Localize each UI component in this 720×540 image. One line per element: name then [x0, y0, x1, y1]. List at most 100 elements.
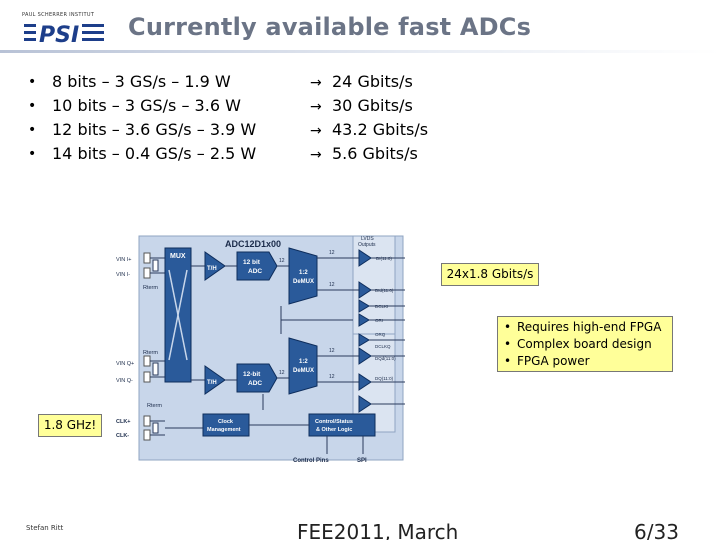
data-rate-value: 30 Gbits/s	[332, 96, 413, 115]
pin-box	[143, 371, 151, 383]
data-rate-item: → 43.2 Gbits/s	[310, 118, 428, 142]
outputs-label: Outputs	[358, 242, 376, 248]
fpga-requirement-item: Complex board design	[504, 336, 666, 353]
rterm-resistor	[152, 362, 159, 376]
th-label: T/H	[207, 266, 217, 272]
psi-logo-mark: PSI	[24, 23, 104, 46]
adc-label: 12 bit	[243, 259, 261, 266]
lvds-buffer	[358, 373, 372, 391]
clock-frequency-callout: 1.8 GHz!	[38, 414, 102, 437]
lvds-buffer	[358, 313, 370, 327]
pin-dqd: DQd(11:0)	[375, 356, 396, 361]
th-amplifier-upper	[204, 251, 226, 281]
pin-ori: ORI	[375, 318, 383, 323]
footer-page-number: 6/33	[634, 520, 679, 540]
pin-box	[143, 415, 151, 427]
pin-dclkq: DCLKQ	[375, 344, 391, 349]
pin-clk-plus: CLK+	[116, 419, 131, 425]
pin-vin-q-minus: VIN Q-	[116, 378, 133, 384]
data-rate-list: → 24 Gbits/s → 30 Gbits/s → 43.2 Gbits/s → 5…	[310, 70, 428, 166]
adc-label: ADC	[248, 380, 262, 387]
bus-width: 12	[279, 370, 285, 376]
demux-label: DeMUX	[293, 368, 314, 374]
bus-width: 12	[329, 374, 335, 380]
pin-box	[143, 429, 151, 441]
lvds-buffer	[358, 347, 372, 365]
adc-spec-item: 8 bits – 3 GS/s – 1.9 W	[26, 70, 256, 94]
pin-di: DI(11:0)	[376, 256, 392, 261]
lvds-buffer	[358, 333, 370, 347]
arrow-right-icon: →	[310, 99, 322, 115]
pin-clk-minus: CLK-	[116, 433, 129, 439]
pin-box	[143, 267, 151, 279]
pin-dq: DQ(11:0)	[375, 376, 394, 381]
footer-event: FEE2011, March	[297, 520, 459, 540]
demux-label: 1:2	[299, 359, 308, 365]
spi-label: SPI	[357, 458, 367, 464]
adc-block-lower	[236, 363, 278, 393]
fpga-requirements-callout: Requires high-end FPGA Complex board des…	[497, 316, 673, 372]
lvds-buffer	[358, 281, 372, 299]
adc-spec-item: 14 bits – 0.4 GS/s – 2.5 W	[26, 142, 256, 166]
rterm-resistor	[152, 259, 159, 272]
control-pins-label: Control Pins	[293, 458, 329, 464]
data-rate-value: 43.2 Gbits/s	[332, 120, 429, 139]
adc-block-diagram: ADC12D1x00 LVDS Outputs VIN I+ VIN I- Rt…	[116, 235, 405, 464]
demux-block-lower	[288, 337, 318, 395]
lvds-buffer	[358, 395, 372, 413]
chip-name: ADC12D1x00	[225, 239, 281, 249]
data-rate-value: 5.6 Gbits/s	[332, 144, 418, 163]
bus-width: 12	[329, 282, 335, 288]
footer-author: Stefan Ritt	[26, 524, 64, 532]
pin-vin-i-plus: VIN I+	[116, 257, 131, 263]
adc-label: ADC	[248, 268, 262, 275]
pin-box	[143, 252, 151, 264]
clock-label: Management	[207, 427, 241, 433]
logo-mark-text: PSI	[39, 23, 79, 46]
adc-spec-list: 8 bits – 3 GS/s – 1.9 W 10 bits – 3 GS/s…	[26, 70, 256, 166]
institute-name: PAUL SCHERRER INSTITUT	[22, 12, 95, 18]
bus-width: 12	[329, 348, 335, 354]
th-label: T/H	[207, 380, 217, 386]
control-label: & Other Logic	[316, 427, 352, 433]
adc-spec-item: 12 bits – 3.6 GS/s – 3.9 W	[26, 118, 256, 142]
rterm-label: Rterm	[147, 403, 162, 409]
lvds-label: LVDS	[361, 236, 374, 242]
psi-logo: PAUL SCHERRER INSTITUT PSI	[22, 12, 106, 48]
bus-width: 12	[279, 258, 285, 264]
adc-spec-item: 10 bits – 3 GS/s – 3.6 W	[26, 94, 256, 118]
demux-label: 1:2	[299, 270, 308, 276]
data-rate-item: → 5.6 Gbits/s	[310, 142, 428, 166]
rterm-label: Rterm	[143, 285, 158, 291]
bus-width: 12	[329, 250, 335, 256]
arrow-right-icon: →	[310, 75, 322, 91]
data-rate-value: 24 Gbits/s	[332, 72, 413, 91]
arrow-right-icon: →	[310, 123, 322, 139]
pin-vin-q-plus: VIN Q+	[116, 361, 134, 367]
rterm-resistor	[152, 422, 159, 434]
demux-block-upper	[288, 247, 318, 305]
data-rate-item: → 24 Gbits/s	[310, 70, 428, 94]
rterm-label: Rterm	[143, 350, 158, 356]
adc-label: 12-bit	[243, 371, 261, 378]
slide-title: Currently available fast ADCs	[128, 13, 532, 41]
adc-block-upper	[236, 251, 278, 281]
pin-orq: ORQ	[375, 332, 386, 337]
fpga-requirement-item: Requires high-end FPGA	[504, 319, 666, 336]
data-rate-item: → 30 Gbits/s	[310, 94, 428, 118]
clock-label: Clock	[218, 419, 234, 425]
pin-did: DId(11:0)	[375, 288, 394, 293]
demux-label: DeMUX	[293, 279, 314, 285]
title-rule	[0, 50, 720, 53]
output-rate-callout: 24x1.8 Gbits/s	[441, 263, 539, 286]
arrow-right-icon: →	[310, 147, 322, 163]
fpga-requirement-item: FPGA power	[504, 353, 666, 370]
pin-box	[143, 355, 151, 367]
control-label: Control/Status	[315, 419, 353, 425]
pin-dclki: DCLKI	[375, 304, 388, 309]
th-amplifier-lower	[204, 365, 226, 395]
pin-vin-i-minus: VIN I-	[116, 272, 130, 278]
lvds-buffer	[358, 299, 370, 313]
mux-label: MUX	[170, 253, 186, 260]
lvds-buffer	[358, 249, 372, 267]
